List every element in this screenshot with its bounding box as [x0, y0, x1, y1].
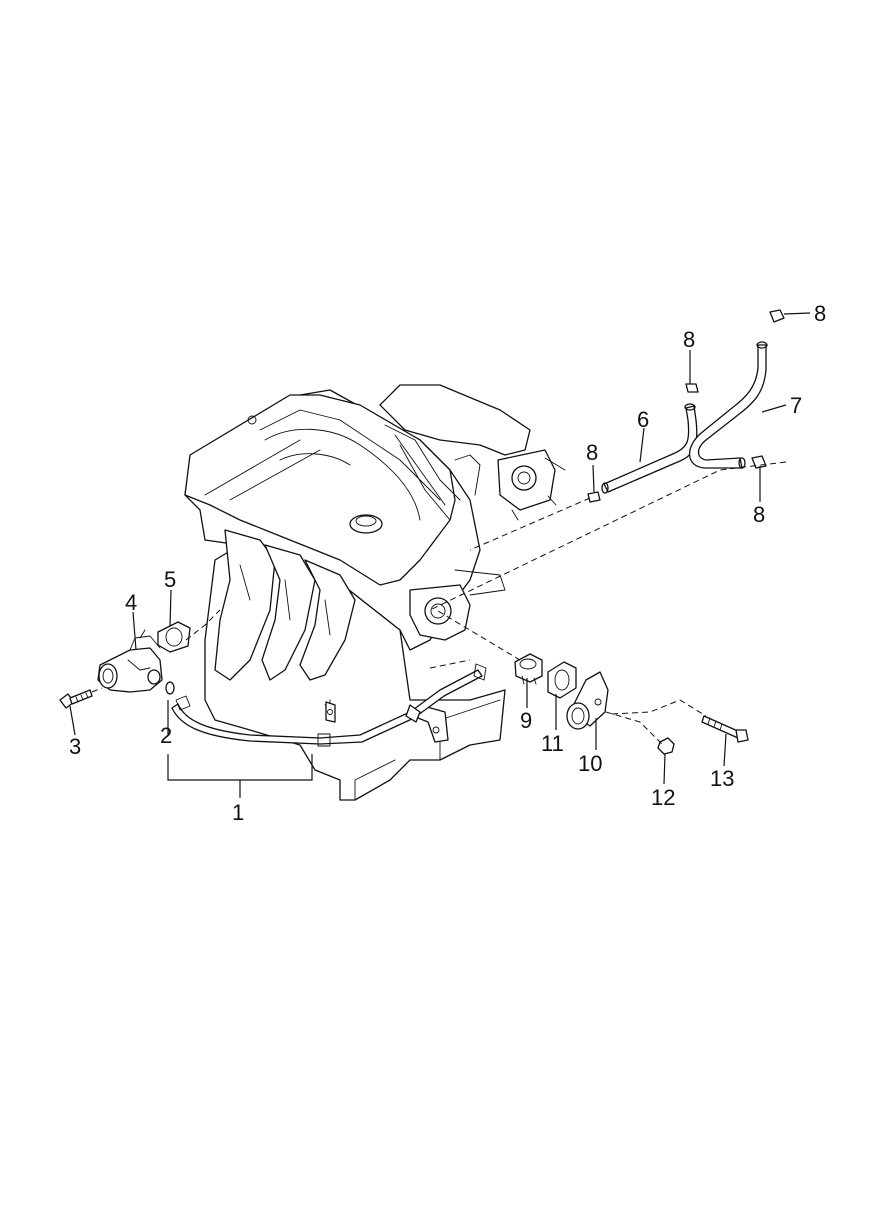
callout-4: 4 — [125, 590, 137, 615]
callout-2: 2 — [160, 723, 172, 748]
callout-6: 6 — [637, 407, 649, 432]
callout-7: 7 — [790, 393, 802, 418]
callout-9: 9 — [520, 708, 532, 733]
callout-13: 13 — [710, 766, 734, 791]
gasket — [157, 621, 191, 653]
thermostat-gasket — [547, 661, 577, 699]
bolt-long — [701, 715, 749, 743]
thermostat — [514, 653, 543, 685]
callout-10: 10 — [578, 751, 602, 776]
hose-long — [688, 341, 768, 469]
callout-1: 1 — [232, 800, 244, 825]
bolt — [59, 689, 93, 709]
hose-clamp — [587, 309, 785, 503]
callout-labels: 1 2 3 4 5 6 7 8 8 8 8 9 10 11 12 13 — [69, 301, 826, 825]
callout-8-top: 8 — [683, 327, 695, 352]
water-outlet-fitting — [97, 629, 163, 693]
leader-lines — [69, 312, 811, 798]
nut — [657, 737, 675, 755]
callout-12: 12 — [651, 785, 675, 810]
thermostat-housing — [566, 671, 609, 730]
o-ring — [165, 681, 175, 695]
callout-8-left: 8 — [586, 440, 598, 465]
callout-11: 11 — [541, 731, 564, 756]
callout-5: 5 — [164, 567, 176, 592]
hose — [601, 403, 698, 494]
coolant-pipe-assembly — [171, 663, 487, 747]
assembly-lines — [91, 461, 787, 745]
callout-8-top-right: 8 — [814, 301, 826, 326]
callout-8-right: 8 — [753, 502, 765, 527]
callout-3: 3 — [69, 734, 81, 759]
